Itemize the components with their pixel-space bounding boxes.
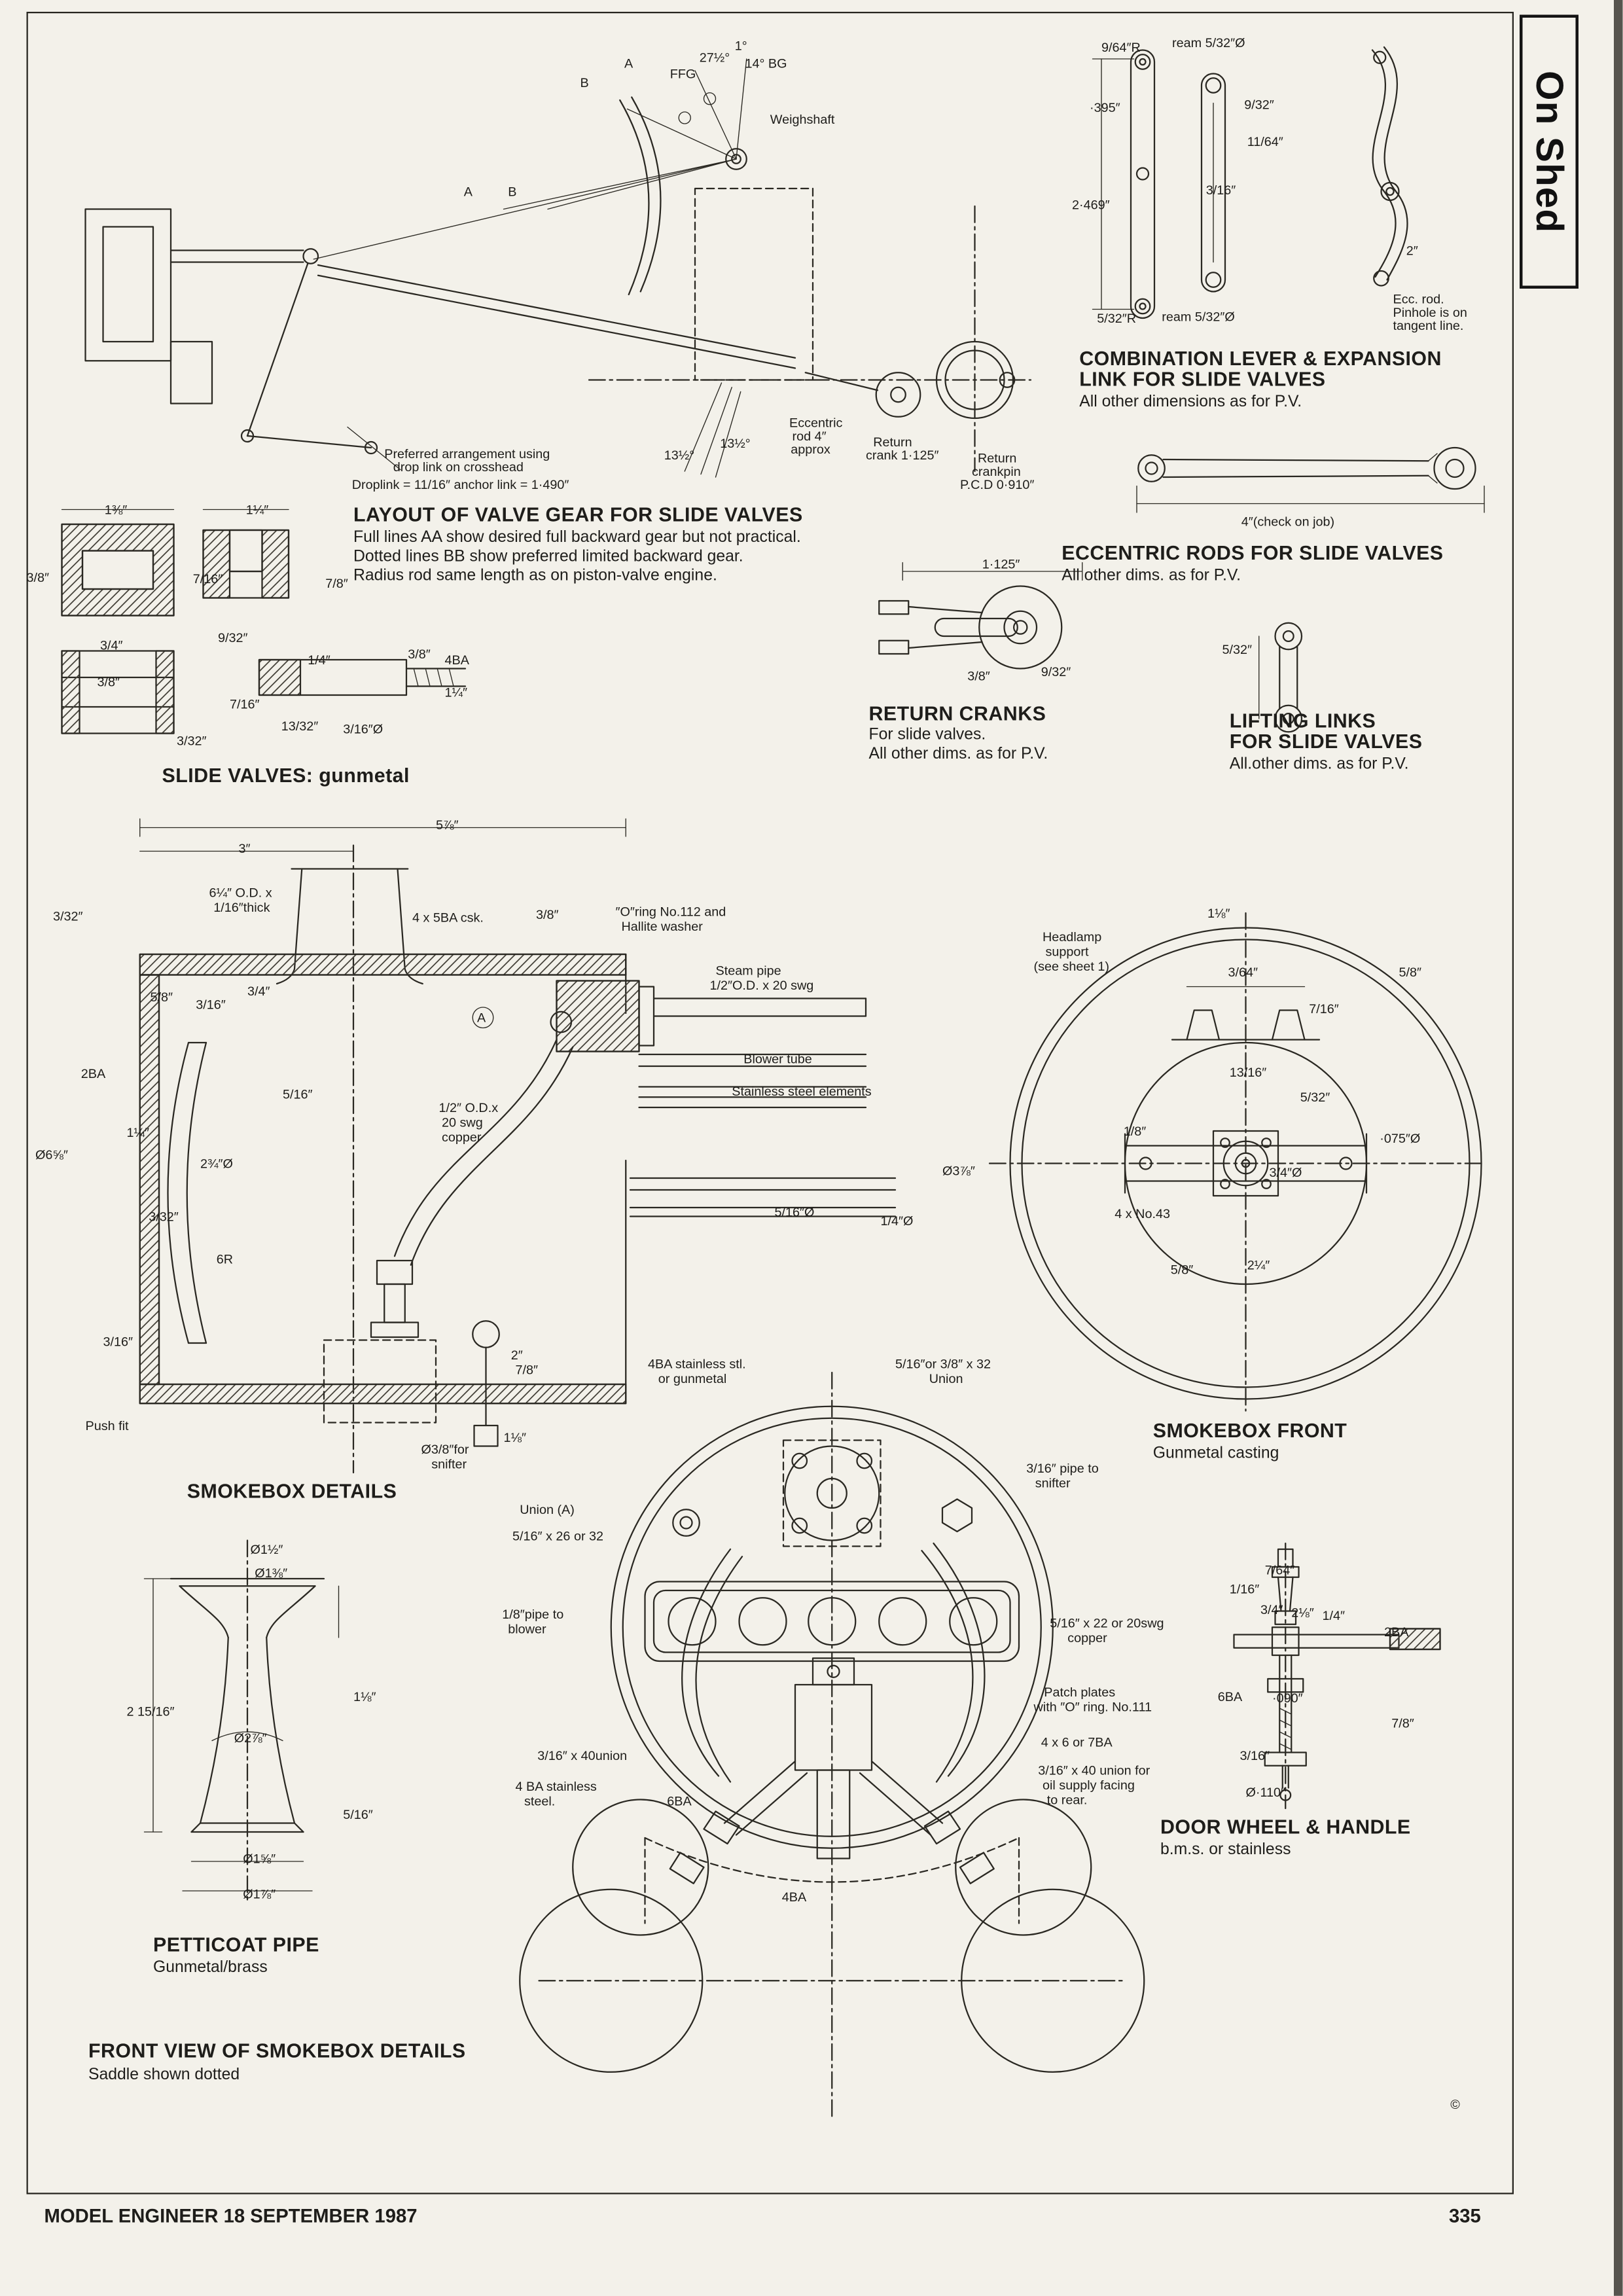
door-wheel-drawing [1233,1542,1441,1810]
petticoat-pipe-drawing [143,1539,340,1904]
combination-lever-drawing [1092,46,1408,319]
return-crank-drawing [878,562,1083,670]
lifting-link-drawing [1258,622,1303,733]
footer-page-number: 335 [1449,2204,1481,2227]
front-view-smokebox-drawing [519,1371,1145,2119]
eccentric-rod-drawing [1136,446,1485,513]
smokebox-front-drawing [988,912,1486,1412]
valve-gear-drawing [84,58,1032,478]
page-border-frame [26,12,1514,2195]
smokebox-details-drawing [139,818,897,1474]
footer-publication: MODEL ENGINEER 18 SEPTEMBER 1987 [44,2204,418,2227]
scan-edge-strip [1614,0,1623,2296]
slide-valves-drawing [61,509,467,734]
masthead-text: On Shed [1527,70,1572,233]
masthead-on-shed: On Shed [1520,14,1578,289]
